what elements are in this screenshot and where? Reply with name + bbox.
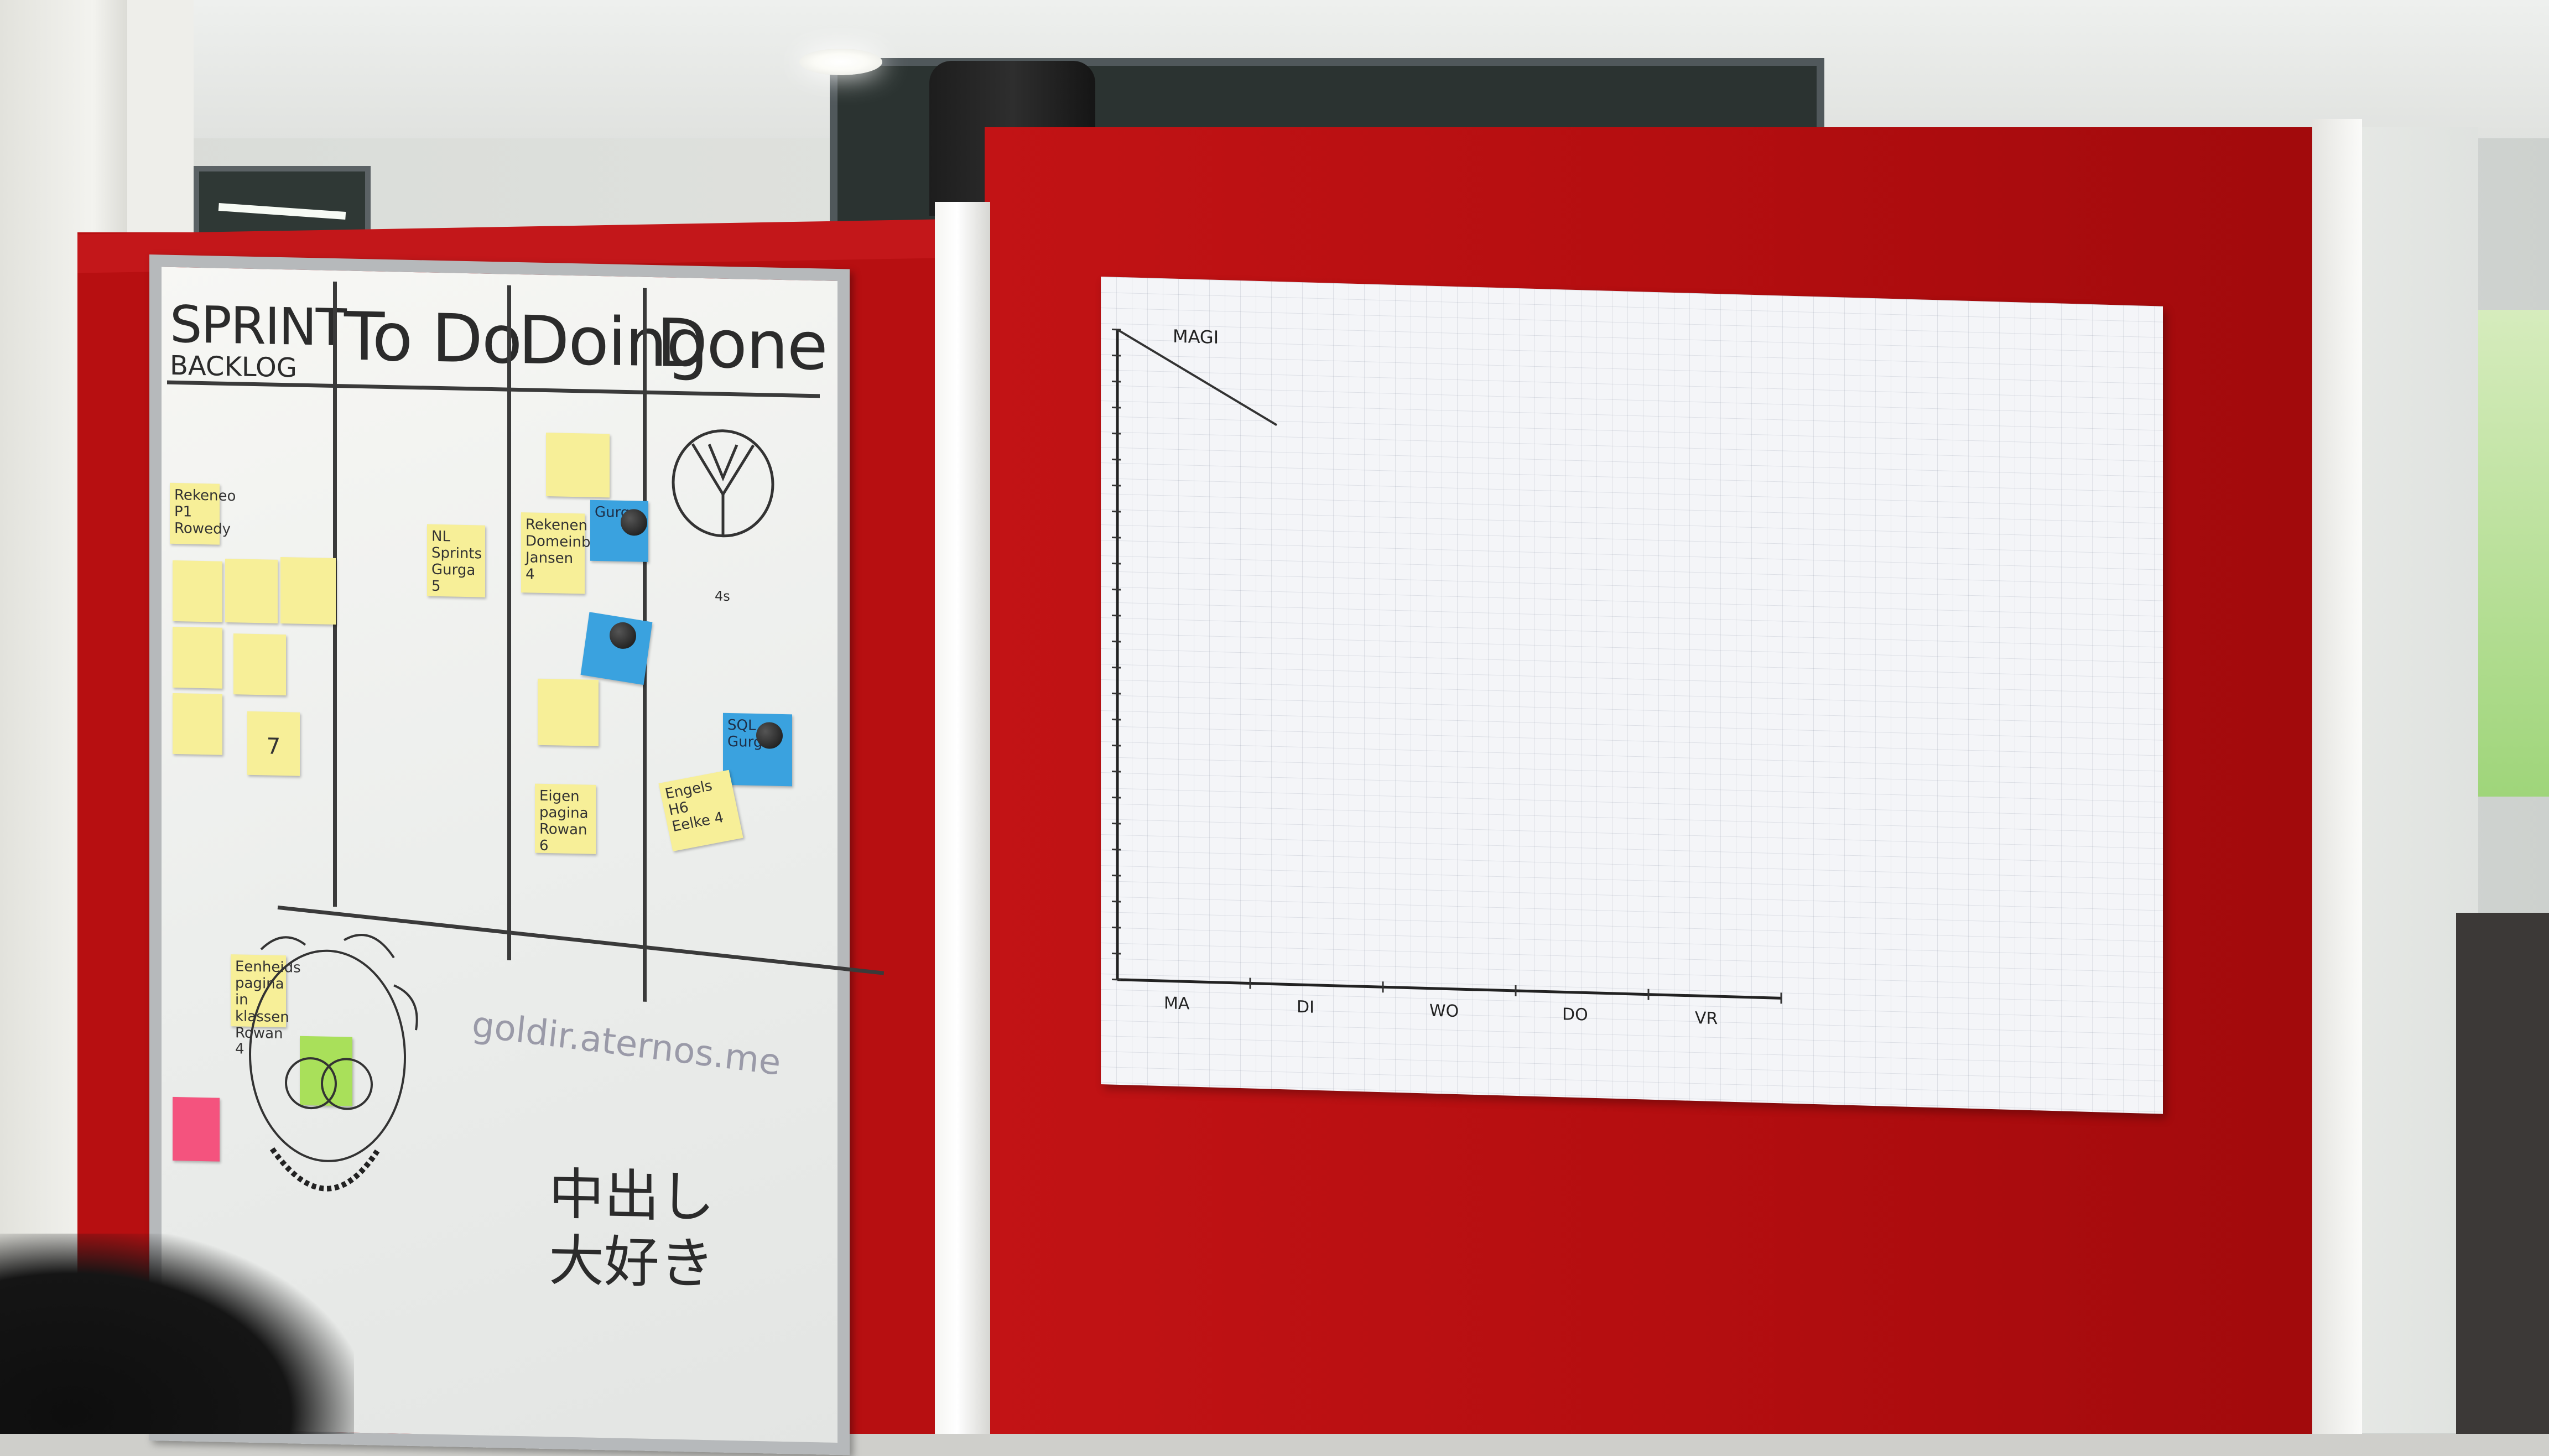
sticky-note-blue [581,612,653,685]
partition-divider-trim [935,202,990,1434]
sticky-note [225,559,278,623]
magnet [621,509,647,536]
x-tick-label: DO [1562,1005,1588,1025]
window-green-view [2478,310,2549,797]
sticky-note [546,433,610,497]
face-doodle [228,916,438,1230]
burndown-chart-poster: MAGI MA DI WO DO VR [1101,277,2163,1114]
sticky-note [280,557,336,625]
x-tick-label: VR [1695,1008,1718,1028]
x-tick-label: WO [1429,1001,1459,1021]
column-header-sprint: SPRINT [170,295,346,358]
magnet [756,722,783,749]
sticky-note-blue: SQL Gurga [723,713,792,787]
sticky-note: Eigen pagina Rowan 6 [535,784,596,854]
carpet [2456,913,2549,1434]
sticky-note [173,627,222,689]
left-wall-corner [127,0,194,254]
sticky-note: Rekenen Domeinbeeld Jansen 4 [521,512,585,594]
x-tick-label: DI [1297,997,1314,1017]
sticky-note: 7 [247,711,300,776]
column-header-todo: To Do [344,298,521,379]
japanese-text-line2: 大好き [549,1215,715,1299]
partition-right-trim [2312,119,2362,1434]
sticky-note [173,560,222,622]
sticky-note [173,693,222,755]
column-header-done: Done [657,305,827,385]
faint-url-text: goldir.aternos.me [470,1004,783,1084]
column-line-2 [507,285,511,960]
sticky-note-pink [173,1097,220,1162]
sticky-note: Engels H6 Eelke 4 [658,770,743,851]
x-tick-label: MA [1164,994,1190,1013]
sticky-note: NL Sprints Gurga 5 [427,524,485,597]
sticky-note: Rekeneo P1 Rowedy [170,483,220,545]
y-logo-doodle [670,427,781,551]
doodle-number: 4s [715,588,730,604]
sticky-note [233,633,286,695]
burndown-chart: MAGI MA DI WO DO VR [1101,277,2163,1114]
column-subheader-backlog: BACKLOG [170,350,297,384]
sticky-note [538,679,599,746]
magnet [610,622,636,649]
chart-title: MAGI [1173,326,1219,348]
x-axis [1117,980,1781,999]
foreground-dark-object [0,1234,354,1434]
ceiling-light [799,49,882,75]
